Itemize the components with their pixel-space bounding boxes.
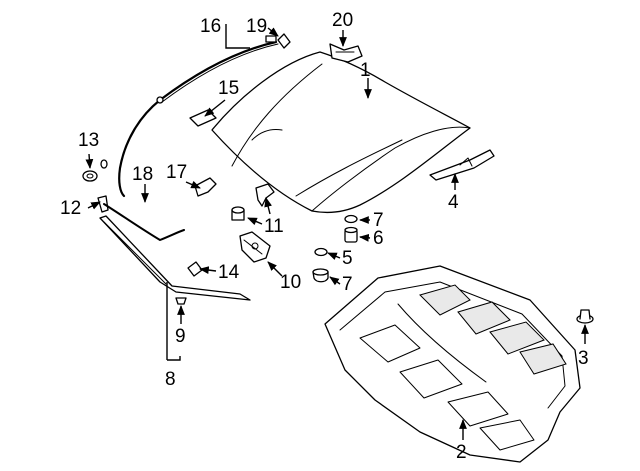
callout-15: 15 <box>218 78 239 99</box>
callout-6: 6 <box>373 228 384 249</box>
callout-14: 14 <box>218 262 240 283</box>
callout-numbers: 1 2 3 4 5 6 7 7 8 9 10 11 12 13 14 15 16… <box>60 10 589 463</box>
grommet-part <box>82 159 108 182</box>
hood-hinge <box>329 43 363 63</box>
callout-1: 1 <box>360 60 371 81</box>
callout-10: 10 <box>280 272 301 293</box>
callout-11: 11 <box>264 216 284 237</box>
leader-lines <box>85 24 589 440</box>
hood-latch <box>239 231 271 263</box>
callout-16: 16 <box>200 16 221 37</box>
callout-3: 3 <box>578 348 589 369</box>
clip-14 <box>187 261 203 277</box>
hood-panel <box>211 51 471 213</box>
striker-bracket <box>255 183 275 207</box>
callout-9: 9 <box>175 326 186 347</box>
callout-18: 18 <box>132 164 153 185</box>
release-cable <box>103 40 279 241</box>
callout-12: 12 <box>60 198 81 219</box>
callout-20: 20 <box>332 10 353 31</box>
bumper-stop <box>231 206 245 221</box>
callout-7b: 7 <box>342 274 353 295</box>
callout-4: 4 <box>448 192 459 213</box>
callout-8: 8 <box>165 369 176 390</box>
clip-part <box>576 309 594 324</box>
callout-5: 5 <box>342 248 353 269</box>
callout-17: 17 <box>166 162 187 183</box>
seal-bracket <box>429 149 495 181</box>
callout-2: 2 <box>456 442 467 463</box>
under-cover <box>324 265 581 463</box>
rod-clip <box>175 297 187 305</box>
bracket-15 <box>189 109 217 127</box>
hood-prop-rod <box>99 215 251 301</box>
bumper-parts <box>312 214 358 283</box>
callout-7a: 7 <box>373 210 384 231</box>
callout-13: 13 <box>78 130 99 151</box>
callout-19: 19 <box>246 16 267 37</box>
clip-17 <box>194 177 217 197</box>
